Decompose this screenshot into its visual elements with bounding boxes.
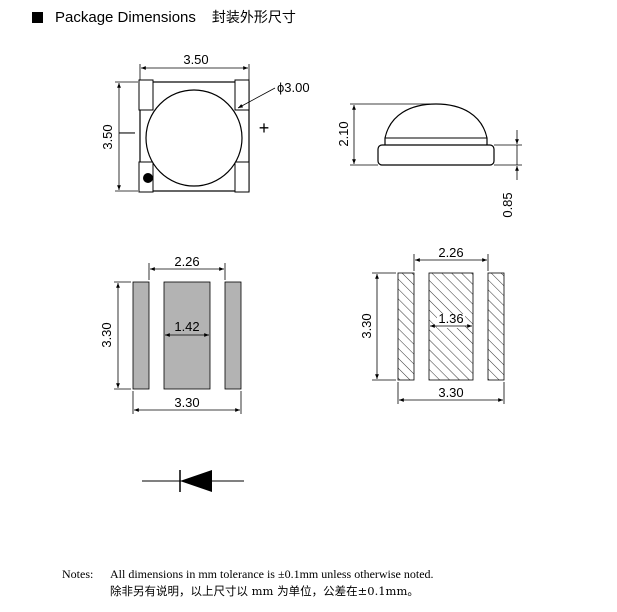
side-view-base (377, 144, 495, 166)
footprint-solid: 2.26 1.42 3.30 3.30 (99, 254, 242, 414)
cathode-minus-sign: — (119, 124, 135, 141)
side-base-height-label: 0.85 (500, 192, 515, 217)
side-view-dome (384, 103, 488, 145)
hatched-total-width-label: 3.30 (438, 385, 463, 400)
footprint-hatched: 2.26 1.36 3.30 3.30 (359, 245, 505, 404)
top-width-label: 3.50 (183, 52, 208, 67)
hatched-pad-left (397, 272, 415, 381)
solid-pad-center (163, 281, 211, 390)
notes-label: Notes: (62, 567, 94, 581)
top-view: 3.50 3.50 ϕ3.00 — + (100, 52, 310, 193)
lens-diameter-label: ϕ3.00 (277, 80, 310, 95)
solid-total-width-label: 3.30 (174, 395, 199, 410)
hatched-pad-inner-label: 1.36 (438, 311, 463, 326)
cathode-dot-icon (143, 173, 153, 183)
notes-chinese: 除非另有说明，以上尺寸以 mm 为单位，公差在±0.1mm。 (110, 584, 419, 598)
solid-pad-right (224, 281, 242, 390)
side-total-height-label: 2.10 (336, 121, 351, 146)
top-view-pad-tl (138, 79, 154, 111)
package-dimensions-header: Package Dimensions 封装外形尺寸 (32, 6, 296, 28)
solid-pad-left (132, 281, 150, 390)
anode-plus-sign: + (259, 118, 270, 138)
side-view: 2.10 0.85 (336, 103, 522, 218)
top-height-label: 3.50 (100, 124, 115, 149)
top-view-pad-tr (234, 79, 250, 111)
notes-english: All dimensions in mm tolerance is ±0.1mm… (110, 567, 434, 581)
diode-symbol-icon (142, 470, 244, 492)
solid-height-label: 3.30 (99, 322, 114, 347)
hatched-center-width-label: 2.26 (438, 245, 463, 260)
solid-center-width-label: 2.26 (174, 254, 199, 269)
bullet-square-icon (32, 11, 43, 23)
lens-circle (145, 89, 243, 187)
hatched-pad-right (487, 272, 505, 381)
solid-pad-inner-label: 1.42 (174, 319, 199, 334)
section-title: Package Dimensions (55, 8, 196, 26)
hatched-height-label: 3.30 (359, 313, 374, 338)
section-title-chinese: 封装外形尺寸 (211, 10, 296, 26)
top-view-pad-br (234, 161, 250, 193)
